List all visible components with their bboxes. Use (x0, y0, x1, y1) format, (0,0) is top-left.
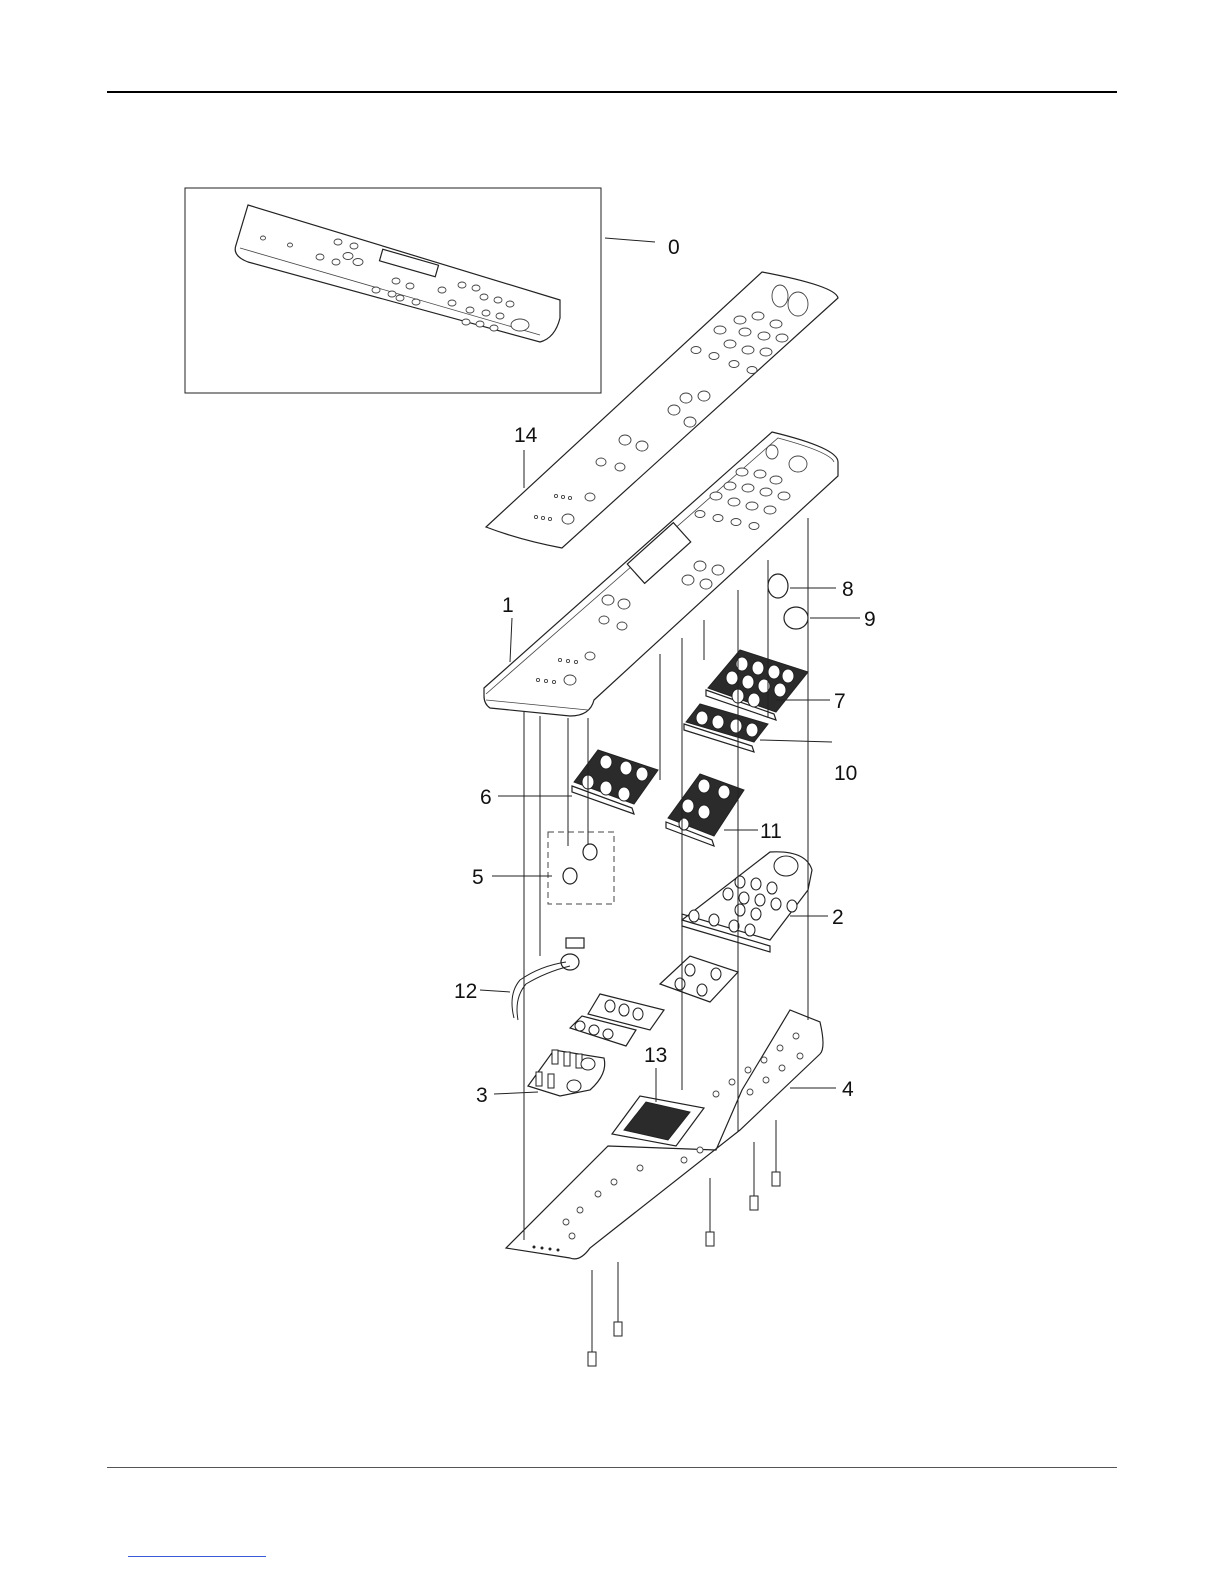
callout-10: 10 (834, 762, 857, 785)
callout-9: 9 (864, 608, 876, 631)
lcd-module-13 (612, 1096, 704, 1146)
button-caps-8-9 (768, 574, 808, 629)
callout-7: 7 (834, 690, 846, 713)
callout-11: 11 (760, 820, 782, 843)
callout-3: 3 (476, 1084, 488, 1107)
callout-1: 1 (502, 594, 514, 617)
rubber-keypad-7 (706, 650, 808, 720)
rubber-keypad-2 (682, 852, 812, 952)
callout-2: 2 (832, 906, 844, 929)
rubber-keypad-6 (572, 750, 658, 814)
rubber-keypad-11 (666, 774, 744, 846)
callout-12: 12 (454, 980, 477, 1003)
callout-4: 4 (842, 1078, 854, 1101)
speaker-cable-12 (512, 938, 584, 1020)
callout-0: 0 (668, 236, 680, 259)
callout-5: 5 (472, 866, 484, 889)
rubber-keypad-3-group (528, 956, 738, 1096)
callout-14: 14 (514, 424, 538, 447)
callout-6: 6 (480, 786, 492, 809)
dashed-group-5 (548, 832, 614, 904)
callout-13: 13 (644, 1044, 667, 1067)
assembly-inset (185, 188, 601, 393)
callout-8: 8 (842, 578, 854, 601)
